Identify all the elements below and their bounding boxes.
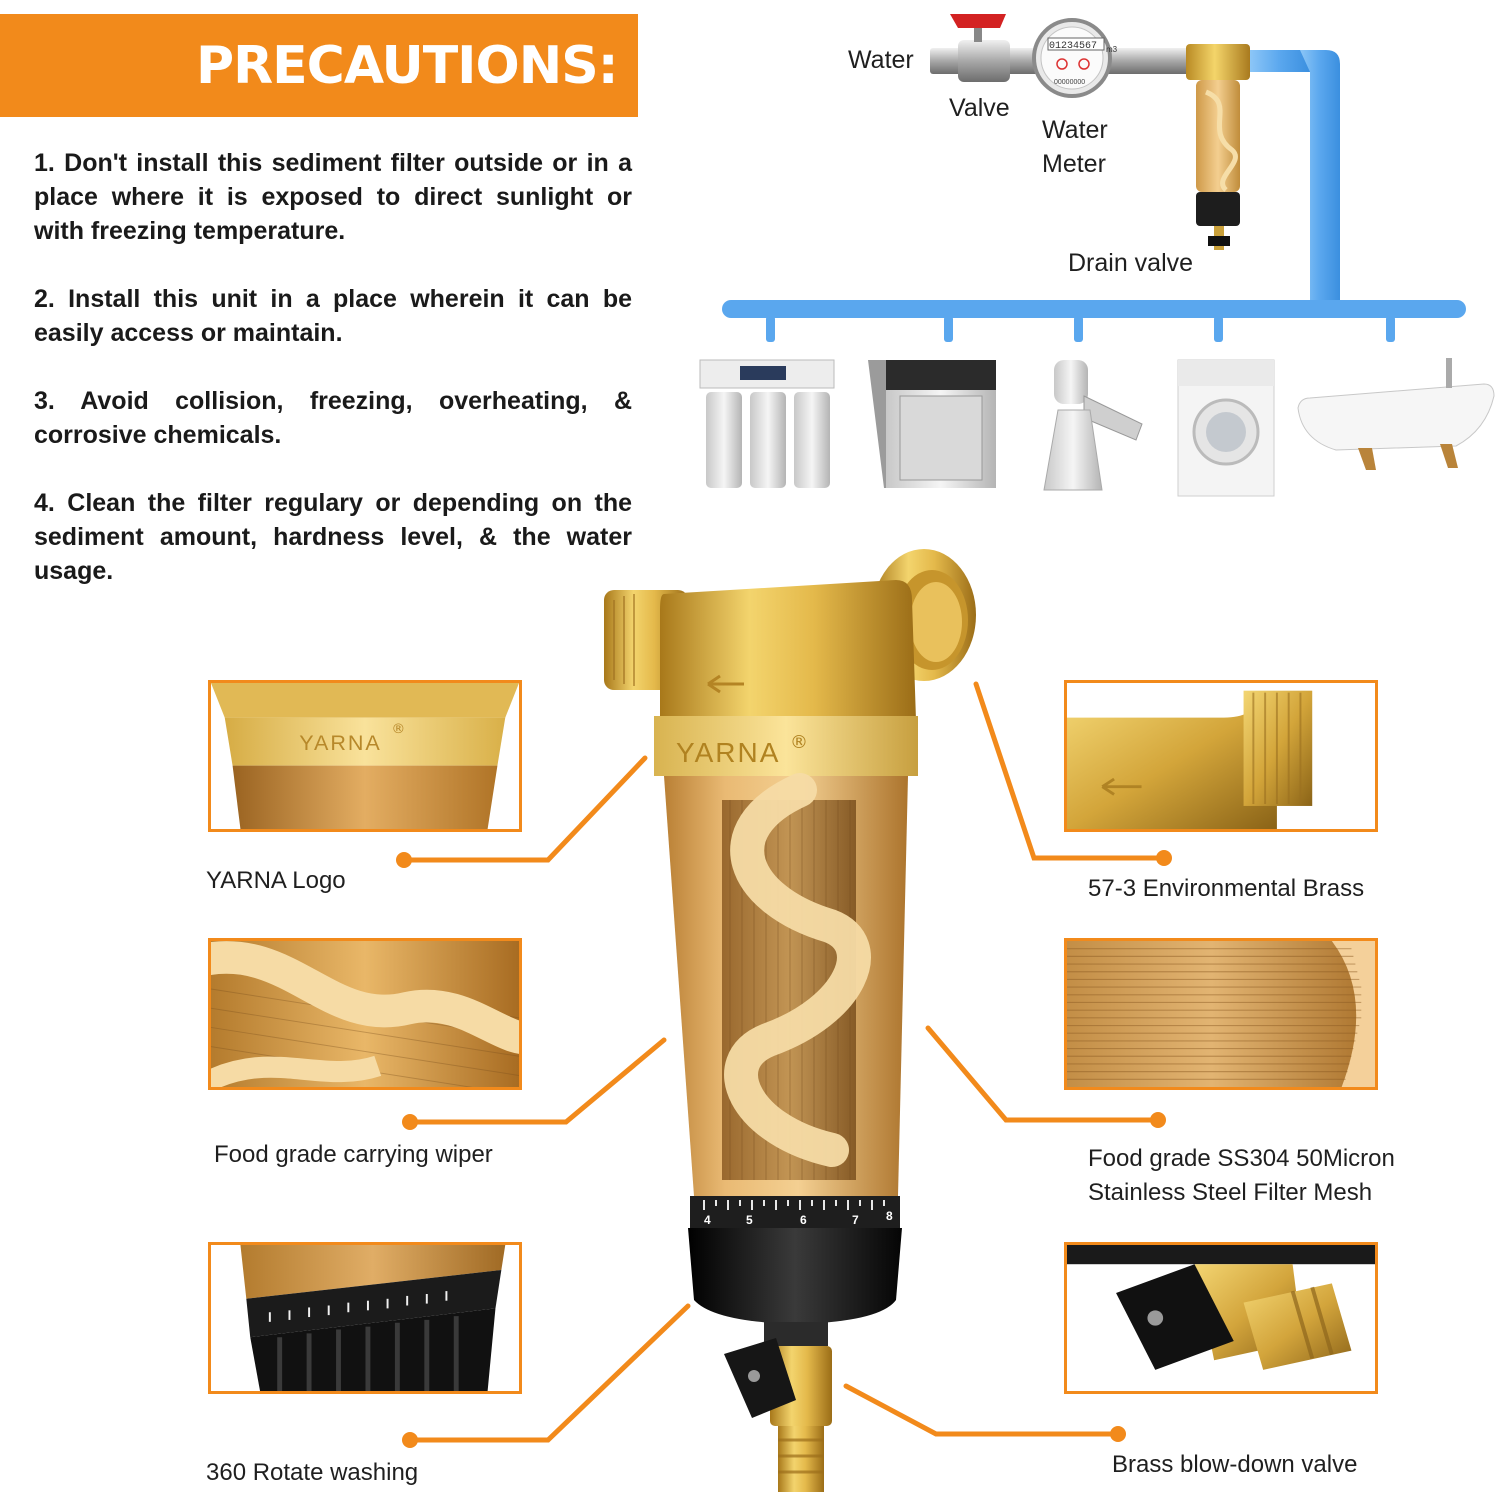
precaution-1: 1. Don't install this sediment filter ou… xyxy=(34,149,632,245)
hose-barb xyxy=(778,1426,824,1492)
bottom-cap xyxy=(688,1228,902,1324)
filter-head xyxy=(660,580,916,720)
precaution-2: 2. Install this unit in a place wherein … xyxy=(34,285,632,347)
dishwasher-icon xyxy=(868,360,996,488)
thumb-logo-text: YARNA xyxy=(299,731,382,755)
yarna-band xyxy=(654,716,918,776)
meter-reading: 01234567 xyxy=(1049,41,1097,52)
label-rotate-washing: 360 Rotate washing xyxy=(206,1459,419,1486)
drain-valve-handle-icon xyxy=(724,1338,796,1418)
valve-handle-icon xyxy=(950,14,1006,28)
thumb-brass xyxy=(1064,680,1378,832)
ro-system-icon xyxy=(699,359,835,488)
precaution-4: 4. Clean the filter regulary or dependin… xyxy=(34,489,632,585)
brand-registered-mark: ® xyxy=(790,732,808,753)
water-meter-label-line1: Water xyxy=(1042,116,1108,144)
label-blowdown-valve: Brass blow-down valve xyxy=(1112,1451,1358,1478)
thumb-rotate xyxy=(208,1242,522,1394)
label-filter-mesh-line1: Food grade SS304 50Micron xyxy=(1088,1145,1395,1172)
meter-serial: 00000000 xyxy=(1054,79,1085,86)
brand-logo: YARNA xyxy=(676,737,780,768)
thumb-wiper xyxy=(208,938,522,1090)
water-label: Water xyxy=(848,46,914,74)
dial-number-4: 4 xyxy=(704,1213,711,1227)
valve-body xyxy=(958,40,1010,82)
distribution-pipe-riser xyxy=(1250,50,1310,72)
drain-valve-label: Drain valve xyxy=(1068,249,1194,277)
thumb-logo-registered-mark: ® xyxy=(391,721,405,737)
water-meter-label-line2: Meter xyxy=(1042,150,1106,178)
valve-label: Valve xyxy=(949,94,1010,122)
drain-valve-body xyxy=(770,1346,832,1426)
label-yarna-logo: YARNA Logo xyxy=(206,867,346,894)
dial-number-6: 6 xyxy=(800,1213,807,1227)
label-carrying-wiper: Food grade carrying wiper xyxy=(214,1141,493,1168)
distribution-pipe-main xyxy=(722,300,1466,318)
label-environmental-brass: 57-3 Environmental Brass xyxy=(1088,875,1365,902)
installation-diagram: 01234567 m3 00000000 xyxy=(699,14,1495,497)
thumb-logo: YARNA ® xyxy=(208,680,522,832)
label-filter-mesh-line2: Stainless Steel Filter Mesh xyxy=(1088,1179,1373,1206)
meter-unit: m3 xyxy=(1106,45,1118,54)
thumb-blowdown xyxy=(1064,1242,1378,1394)
bathtub-icon xyxy=(1297,358,1495,470)
precautions-list: 1. Don't install this sediment filter ou… xyxy=(34,146,632,622)
faucet-icon xyxy=(1043,360,1143,491)
filter-product-illustration: YARNA ® 4 5 6 7 8 xyxy=(604,549,976,1492)
rotation-dial xyxy=(690,1196,900,1228)
banner-title: PRECAUTIONS: xyxy=(196,36,618,96)
precaution-3: 3. Avoid collision, freezing, overheatin… xyxy=(34,387,632,449)
precautions-banner: PRECAUTIONS: xyxy=(0,14,638,117)
thumb-mesh xyxy=(1064,938,1378,1090)
dial-number-8: 8 xyxy=(886,1209,893,1223)
spiral-wiper xyxy=(724,773,871,1167)
washing-machine-icon xyxy=(1177,359,1275,497)
dial-number-7: 7 xyxy=(852,1213,859,1227)
dial-number-5: 5 xyxy=(746,1213,753,1227)
diagram-filter-head xyxy=(1186,44,1250,80)
